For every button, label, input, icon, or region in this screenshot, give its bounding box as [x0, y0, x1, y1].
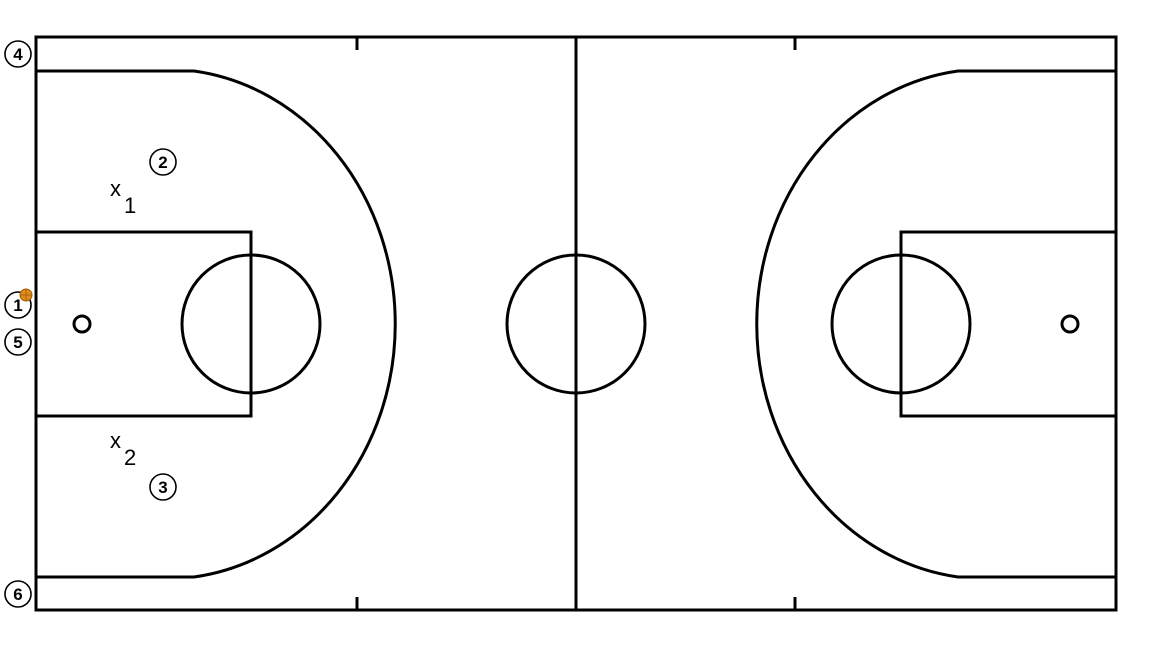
player-5[interactable]: 5	[4, 328, 32, 356]
player-1-label: 1	[13, 296, 22, 315]
defender-x1-letter: x	[110, 176, 121, 201]
right-basket	[1060, 314, 1080, 334]
player-5-label: 5	[13, 333, 22, 352]
player-2-label: 2	[158, 153, 167, 172]
right-free-throw-circle	[830, 253, 972, 395]
defender-x2-number: 2	[124, 445, 136, 470]
player-6-label: 6	[13, 585, 22, 604]
player-6[interactable]: 6	[4, 580, 32, 608]
left-key	[34, 230, 253, 418]
left-three-point-line	[36, 69, 397, 579]
left-basket	[72, 314, 92, 334]
defender-x1-number: 1	[124, 193, 136, 218]
defender-x2-letter: x	[110, 428, 121, 453]
left-free-throw-circle	[180, 253, 322, 395]
defender-x1[interactable]: x 1	[110, 176, 136, 218]
center-circle	[505, 253, 647, 395]
basketball-icon	[19, 288, 33, 302]
right-three-point-line	[755, 69, 1116, 579]
defender-x2[interactable]: x 2	[110, 428, 136, 470]
player-4-label: 4	[13, 45, 23, 64]
right-key	[899, 230, 1118, 418]
player-3-label: 3	[158, 478, 167, 497]
player-4[interactable]: 4	[4, 40, 32, 68]
player-2[interactable]: 2	[149, 148, 177, 176]
player-3[interactable]: 3	[149, 473, 177, 501]
